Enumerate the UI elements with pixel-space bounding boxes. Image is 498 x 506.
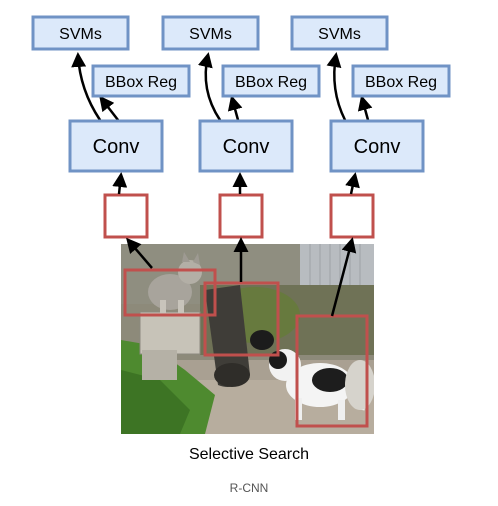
bbox-reg-label-1: BBox Reg	[105, 74, 177, 91]
conv-box-3	[329, 119, 425, 173]
conv-box-2	[198, 119, 294, 173]
svms-box-1	[31, 15, 130, 51]
warped-region-1	[103, 193, 149, 239]
bbox-reg-label-2: BBox Reg	[235, 74, 307, 91]
warped-region-3	[329, 193, 375, 239]
conv-box-1	[68, 119, 164, 173]
arrow-region-3-to-warp	[330, 237, 357, 317]
diagram-caption: Selective Search	[188, 446, 310, 463]
bbox-reg-box-1	[91, 64, 191, 98]
region-proposal-cat	[123, 268, 217, 317]
bbox-reg-box-3	[351, 64, 451, 98]
arrow-conv-2-to-bbox	[227, 95, 243, 121]
bbox-reg-label-3: BBox Reg	[365, 74, 437, 91]
bbox-reg-box-2	[221, 64, 321, 98]
input-photo	[121, 244, 374, 434]
svms-label-2: SVMs	[189, 26, 232, 43]
arrow-warp-3-to-conv	[345, 172, 360, 195]
svms-label-3: SVMs	[318, 26, 361, 43]
arrow-conv-1-to-bbox	[99, 95, 119, 121]
conv-label-2: Conv	[223, 136, 270, 158]
arrow-conv-3-to-svms	[326, 52, 347, 121]
arrow-warp-1-to-conv	[112, 172, 128, 195]
svms-box-2	[161, 15, 260, 51]
arrow-region-1-to-warp	[126, 237, 153, 269]
svms-label-1: SVMs	[59, 26, 102, 43]
arrow-conv-3-to-bbox	[357, 95, 373, 121]
arrow-conv-2-to-svms	[198, 52, 222, 121]
figure-caption: R-CNN	[229, 481, 269, 495]
conv-label-3: Conv	[354, 136, 401, 158]
region-proposal-pipe	[203, 281, 280, 357]
warped-region-2	[218, 193, 264, 239]
arrow-conv-1-to-svms	[71, 52, 102, 121]
svms-box-3	[290, 15, 389, 51]
conv-label-1: Conv	[93, 136, 140, 158]
